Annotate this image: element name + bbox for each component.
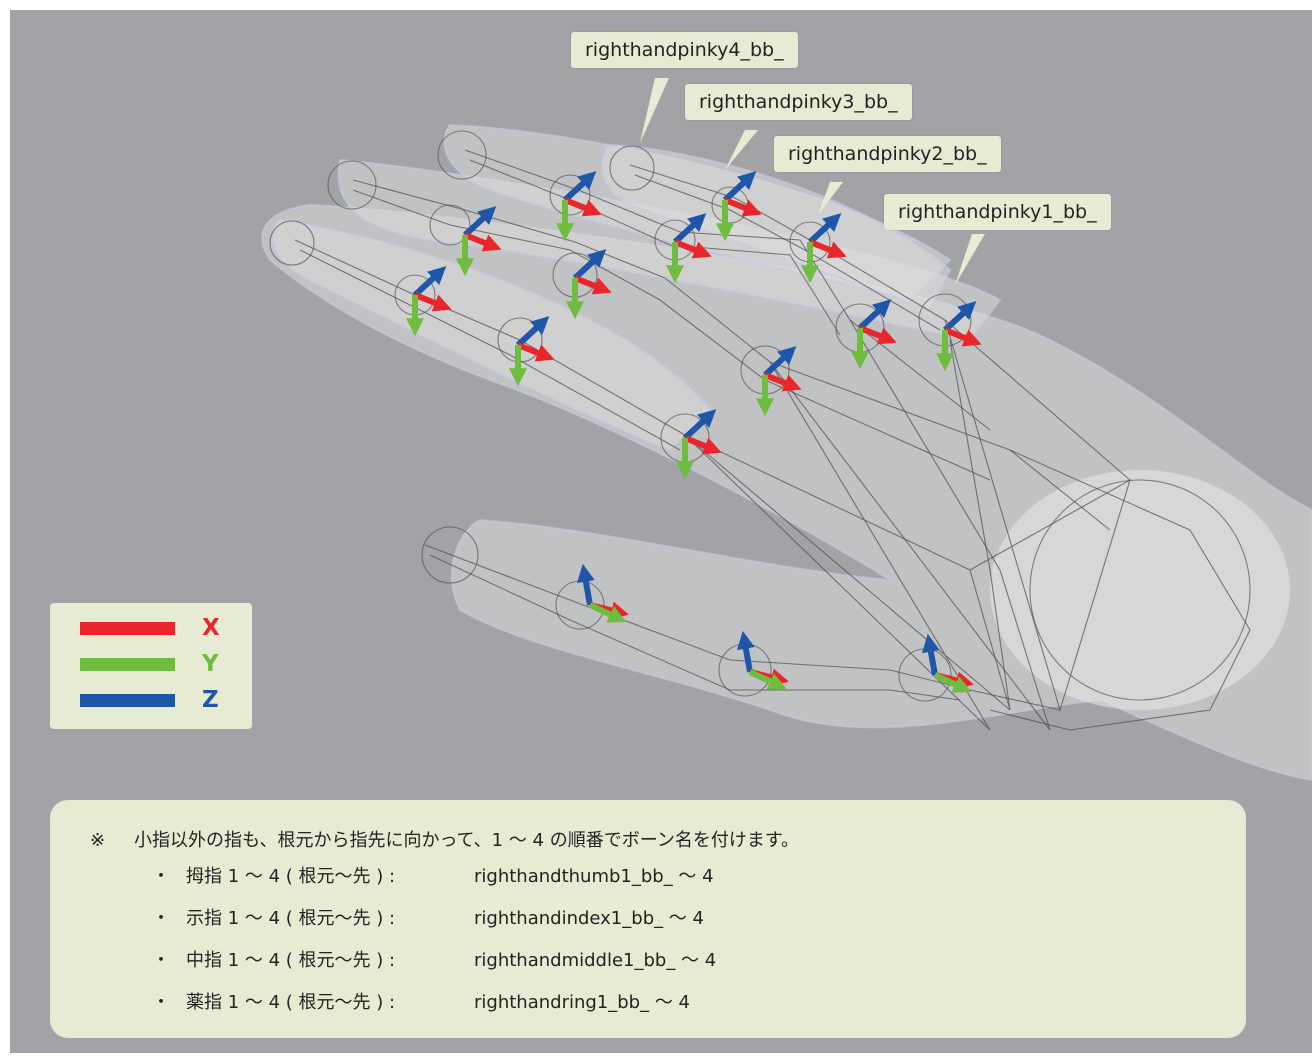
axis-arrow-x <box>808 239 847 259</box>
axis-arrow-x <box>723 197 762 217</box>
note-item-thumb-value: righthandthumb1_bb_ 〜 4 <box>474 866 714 887</box>
hand-mesh <box>261 123 1312 782</box>
axis-arrow-z <box>682 409 717 441</box>
callout-pinky1-label: righthandpinky1_bb_ <box>898 201 1097 223</box>
callout-pinky4: righthandpinky4_bb_ <box>571 32 798 68</box>
note-mark: ※ <box>90 830 106 851</box>
axis-arrow-x <box>563 197 602 217</box>
note-item-ring: ・薬指 1 〜 4 ( 根元〜先 ) : righthandring1_bb_ 〜… <box>152 990 690 1016</box>
note-item-middle: ・中指 1 〜 4 ( 根元〜先 ) : righthandmiddle1_bb_… <box>152 948 716 974</box>
note-bullet: ・ <box>152 866 170 887</box>
note-bullet: ・ <box>152 950 170 971</box>
axis-arrow-x <box>413 292 452 312</box>
axis-arrow-z <box>737 630 755 673</box>
note-item-ring-label: 薬指 1 〜 4 ( 根元〜先 ) : <box>186 992 396 1013</box>
axis-arrow-z <box>857 299 892 331</box>
callout-pinky1: righthandpinky1_bb_ <box>884 194 1111 230</box>
legend-label-z: Z <box>202 687 219 713</box>
naming-note-panel: ※ 小指以外の指も、根元から指先に向かって、1 〜 4 の順番でボーン名を付けます… <box>50 800 1246 1038</box>
note-bullet: ・ <box>152 992 170 1013</box>
axis-arrow-z <box>942 301 977 333</box>
note-item-ring-value: righthandring1_bb_ 〜 4 <box>474 992 690 1013</box>
note-item-middle-label: 中指 1 〜 4 ( 根元〜先 ) : <box>186 950 396 971</box>
axis-arrow-z <box>462 206 497 238</box>
axis-legend: X Y Z <box>50 603 252 729</box>
axis-arrow-z <box>412 266 447 298</box>
note-item-thumb: ・拇指 1 〜 4 ( 根元〜先 ) : righthandthumb1_bb_ … <box>152 864 714 890</box>
axis-arrow-x <box>763 372 802 392</box>
legend-label-y: Y <box>202 651 219 677</box>
callout-pinky3: righthandpinky3_bb_ <box>685 84 912 120</box>
callout-pinky2: righthandpinky2_bb_ <box>774 136 1001 172</box>
callout-pointers <box>640 78 985 285</box>
axis-arrow-x <box>943 327 982 347</box>
callout-pinky4-label: righthandpinky4_bb_ <box>585 39 784 61</box>
legend-swatch-x <box>80 622 175 635</box>
axis-arrow-x <box>683 435 722 455</box>
legend-swatch-z <box>80 694 175 707</box>
note-bullet: ・ <box>152 908 170 929</box>
note-item-index-value: righthandindex1_bb_ 〜 4 <box>474 908 705 929</box>
note-item-thumb-label: 拇指 1 〜 4 ( 根元〜先 ) : <box>186 866 396 887</box>
hand-rig-scene <box>261 78 1312 782</box>
axis-arrow-x <box>463 232 502 252</box>
note-text: 小指以外の指も、根元から指先に向かって、1 〜 4 の順番でボーン名を付けます。 <box>134 830 800 851</box>
axis-arrow-z <box>562 171 597 203</box>
axis-arrow-z <box>515 316 550 348</box>
axis-arrow-z <box>762 346 797 378</box>
axis-arrow-z <box>722 171 757 203</box>
note-item-index: ・示指 1 〜 4 ( 根元〜先 ) : righthandindex1_bb_ … <box>152 906 704 932</box>
legend-label-x: X <box>202 615 220 641</box>
axis-arrow-x <box>573 275 612 295</box>
axis-arrow-z <box>807 213 842 245</box>
axis-arrow-x <box>673 239 712 259</box>
note-headline: ※ 小指以外の指も、根元から指先に向かって、1 〜 4 の順番でボーン名を付けます… <box>90 826 799 852</box>
callout-pinky2-label: righthandpinky2_bb_ <box>788 143 987 165</box>
axis-arrow-z <box>922 633 940 676</box>
bone-axis-gizmos <box>406 171 982 693</box>
axis-arrow-z <box>577 563 595 606</box>
legend-swatch-y <box>80 658 175 671</box>
note-item-index-label: 示指 1 〜 4 ( 根元〜先 ) : <box>186 908 396 929</box>
axis-arrow-x <box>858 325 897 345</box>
3d-viewport: righthandpinky4_bb_ righthandpinky3_bb_ … <box>10 10 1312 1053</box>
axis-arrow-z <box>572 249 607 281</box>
note-item-middle-value: righthandmiddle1_bb_ 〜 4 <box>474 950 717 971</box>
axis-arrow-z <box>672 213 707 245</box>
axis-arrow-y <box>588 602 627 623</box>
axis-arrow-y <box>748 669 787 690</box>
axis-arrow-x <box>516 342 555 362</box>
axis-arrow-y <box>933 672 972 693</box>
callout-pinky3-label: righthandpinky3_bb_ <box>699 91 898 113</box>
